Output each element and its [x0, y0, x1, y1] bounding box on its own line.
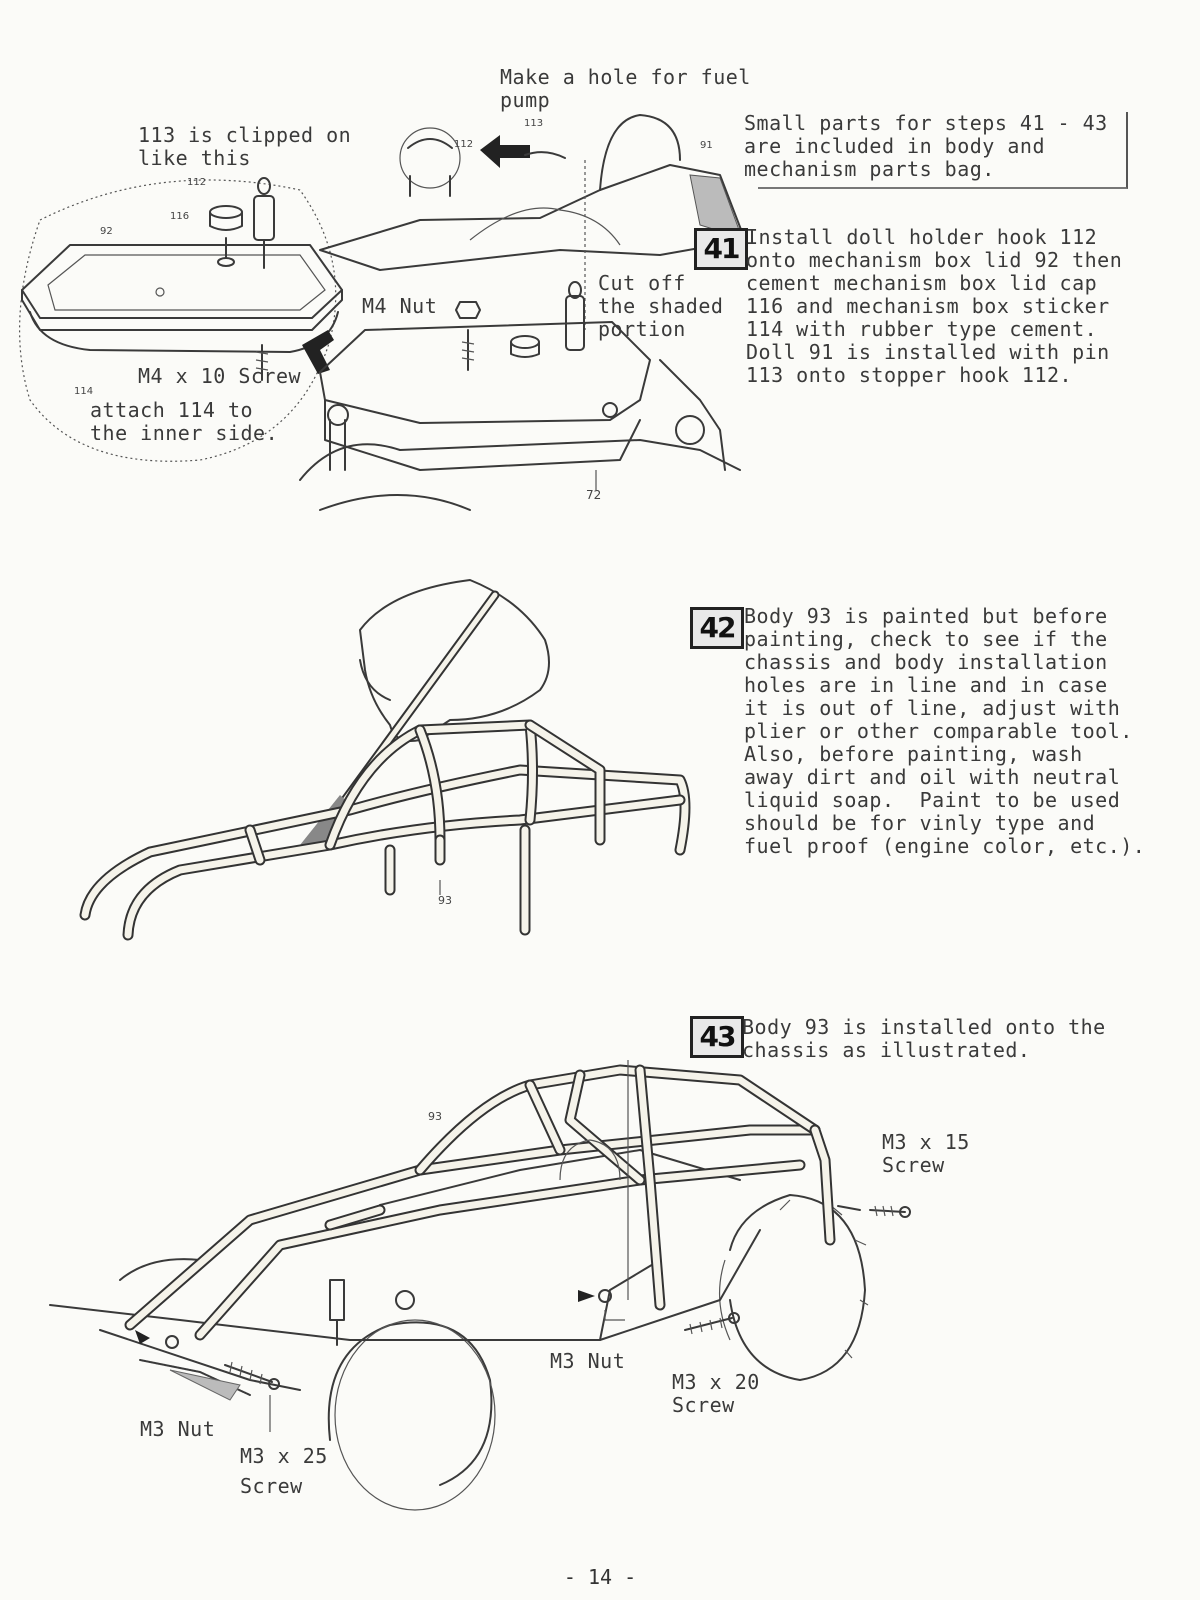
step-41-number: 41: [703, 232, 741, 265]
part-112-marker-b: 112: [187, 177, 207, 188]
part-114-marker: 114: [74, 386, 94, 397]
part-93-marker-step42: 93: [438, 894, 452, 907]
m3-20-screw-label: M3 x 20 Screw: [672, 1370, 760, 1417]
cut-off-label: Cut off the shaded portion: [598, 271, 724, 341]
step-43-number: 43: [699, 1020, 737, 1053]
small-parts-note-box: [758, 112, 1128, 189]
m4-nut-label: M4 Nut: [362, 294, 438, 318]
part-92-marker: 92: [100, 226, 113, 237]
m3-nut-center-label: M3 Nut: [550, 1349, 626, 1373]
step42-illustration: [79, 579, 691, 941]
m3-nut-center-drawing: [578, 1289, 625, 1321]
step41-illustration: [18, 114, 746, 511]
step-43-instructions: Body 93 is installed onto the chassis as…: [742, 1015, 1106, 1062]
m3-15-screw-drawing: [837, 1205, 911, 1218]
part-113-marker: 113: [524, 118, 544, 129]
part-91-marker: 91: [700, 140, 713, 151]
step43-illustration: [49, 1060, 911, 1511]
part-72-marker: 72: [586, 488, 602, 502]
page-number: - 14 -: [563, 1565, 637, 1589]
m3-nut-left-label: M3 Nut: [140, 1417, 216, 1441]
attach-label: attach 114 to the inner side.: [90, 398, 279, 445]
m3-15-screw-label: M3 x 15 Screw: [882, 1130, 970, 1177]
small-parts-note: Small parts for steps 41 - 43 are includ…: [744, 111, 1108, 181]
part-93-marker-step43: 93: [428, 1110, 442, 1123]
step-42-instructions: Body 93 is painted but before painting, …: [744, 604, 1146, 858]
part-112-marker: 112: [454, 139, 474, 150]
m3-nut-left-drawing: [135, 1330, 251, 1401]
clip-label: 113 is clipped on like this: [138, 123, 352, 170]
m3-25-screw-drawing: [224, 1361, 280, 1432]
m3-20-screw-drawing: [684, 1312, 740, 1335]
m3-25-screw-label: M3 x 25 Screw: [240, 1444, 328, 1498]
step-42-number: 42: [699, 611, 737, 644]
m4-screw-label: M4 x 10 Screw: [138, 364, 302, 388]
part-116-marker: 116: [170, 211, 190, 222]
fuel-pump-hole-label: Make a hole for fuel pump: [500, 65, 751, 112]
step-43-badge: 43: [690, 1016, 744, 1058]
step-41-badge: 41: [694, 228, 748, 270]
step-42-badge: 42: [690, 607, 744, 649]
step-41-instructions: Install doll holder hook 112 onto mechan…: [746, 225, 1123, 387]
